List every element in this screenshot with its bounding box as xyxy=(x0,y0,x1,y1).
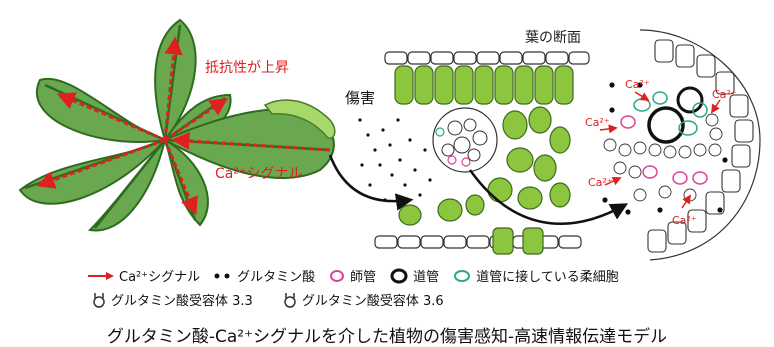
figure-caption: グルタミン酸-Ca²⁺シグナルを介した植物の傷害感知-高速情報伝達モデル xyxy=(106,327,668,347)
signal-label: Ca²⁺シグナル xyxy=(215,166,302,182)
ca-label: Ca²⁺ xyxy=(672,214,697,227)
leaf-cross-section: 葉の断面 傷害 xyxy=(345,30,590,255)
legend-row-1: Ca²⁺シグナル グルタミン酸 師管 道管 道管に接している柔細胞 xyxy=(88,266,633,285)
legend-item-receptor-3-3: グルタミン酸受容体 3.3 xyxy=(92,290,253,309)
legend-item-receptor-3-6: グルタミン酸受容体 3.6 xyxy=(283,290,444,309)
legend-row-2: グルタミン酸受容体 3.3 グルタミン酸受容体 3.6 xyxy=(92,290,458,309)
resistance-label: 抵抗性が上昇 xyxy=(205,60,289,76)
arrow-to-detail xyxy=(468,169,629,225)
black-dot-icon xyxy=(214,273,230,278)
legend-item-ca-signal: Ca²⁺シグナル xyxy=(88,266,200,285)
legend-label: 道管 xyxy=(413,270,440,285)
legend-label: グルタミン酸受容体 3.6 xyxy=(301,294,444,309)
receptor-icon xyxy=(93,292,105,308)
legend-item-xylem-parenchyma: 道管に接している柔細胞 xyxy=(453,266,619,285)
caterpillar xyxy=(263,99,336,139)
arrow-to-section xyxy=(328,154,414,211)
legend-item-phloem: 師管 xyxy=(329,266,376,285)
legend-label: グルタミン酸受容体 3.3 xyxy=(111,294,253,309)
plant-rosette: 抵抗性が上昇 Ca²⁺シグナル xyxy=(18,18,336,232)
damage-label: 傷害 xyxy=(345,89,375,107)
xylem-vessel xyxy=(676,86,704,114)
ca-label: Ca²⁺ xyxy=(585,116,610,129)
legend: Ca²⁺シグナル グルタミン酸 師管 道管 道管に接している柔細胞 xyxy=(0,260,774,320)
black-ring-icon xyxy=(390,268,408,283)
legend-label: 道管に接している柔細胞 xyxy=(476,270,619,285)
legend-item-glutamate: グルタミン酸 xyxy=(214,266,315,285)
legend-label: グルタミン酸 xyxy=(237,270,316,285)
legend-item-xylem: 道管 xyxy=(390,266,439,285)
magenta-ring-icon xyxy=(330,269,345,282)
teal-ring-icon xyxy=(454,269,471,282)
vascular-detail: Ca²⁺ Ca²⁺ Ca²⁺ Ca²⁺ Ca²⁺ xyxy=(585,29,761,261)
red-arrow-icon xyxy=(88,271,114,280)
receptor-icon xyxy=(284,292,296,308)
leaf-section-title: 葉の断面 xyxy=(525,30,581,46)
ca-label: Ca²⁺ xyxy=(625,78,650,91)
legend-label: 師管 xyxy=(350,270,377,285)
ca-label: Ca²⁺ xyxy=(712,88,737,101)
xylem-vessel xyxy=(647,106,685,144)
legend-label: Ca²⁺シグナル xyxy=(119,270,201,285)
ca-label: Ca²⁺ xyxy=(588,176,613,189)
